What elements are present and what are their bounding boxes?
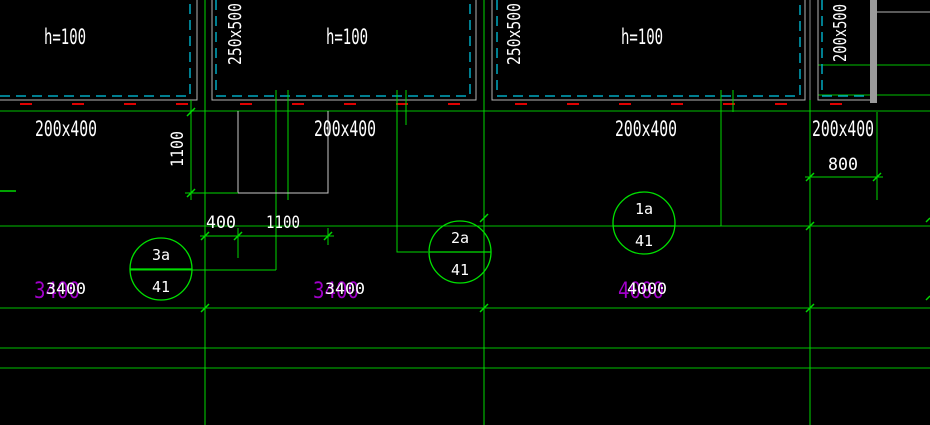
- callout-1a-top: 1a: [635, 200, 653, 218]
- column-label-1: 250x500: [225, 3, 246, 65]
- slab-labels: h=100 h=100 h=100: [44, 25, 663, 49]
- dimension-1100: 1100: [266, 213, 300, 233]
- grey-column-block: [870, 0, 877, 103]
- slab-label-1: h=100: [44, 25, 86, 49]
- span-magenta-2: 3400: [313, 279, 359, 304]
- column-label-2: 250x500: [504, 3, 525, 65]
- span-labels-magenta: 3400 3400 4000: [34, 279, 664, 304]
- callout-2a-top: 2a: [451, 229, 469, 247]
- span-magenta-1: 3400: [34, 279, 80, 304]
- callout-1a-bottom: 41: [635, 232, 653, 250]
- dimension-800: 800: [828, 155, 858, 175]
- slab-edges: [0, 0, 930, 103]
- column-labels: 250x500 250x500 200x500: [225, 3, 851, 65]
- callout-3a-top: 3a: [152, 246, 170, 264]
- beam-label-2: 200x400: [314, 117, 376, 141]
- span-white-3: 4000: [627, 279, 667, 298]
- horizontal-grid-lines: [0, 64, 930, 369]
- callout-circle-1a: [612, 191, 676, 255]
- slab-label-3: h=100: [621, 25, 663, 49]
- span-white-2: 3400: [325, 279, 365, 298]
- dimension-labels: 1100 400 1100 800: [168, 131, 858, 233]
- cyan-slab-outlines: [0, 0, 870, 97]
- dimension-ticks: [0, 107, 930, 313]
- dimension-400: 400: [206, 213, 236, 233]
- beam-labels: 200x400 200x400 200x400 200x400: [35, 117, 874, 141]
- column-label-3: 200x500: [830, 4, 851, 62]
- callout-2a-bottom: 41: [451, 261, 469, 279]
- span-labels-white: 3400 3400 4000: [46, 279, 667, 298]
- callout-labels: 3a 41 2a 41 1a 41: [152, 200, 653, 296]
- beam-label-1: 200x400: [35, 117, 97, 141]
- span-magenta-3: 4000: [618, 279, 664, 304]
- beam-label-4: 200x400: [812, 117, 874, 141]
- callout-circles: [129, 191, 676, 301]
- opening-outline: [237, 111, 329, 194]
- callout-3a-bottom: 41: [152, 278, 170, 296]
- span-white-1: 3400: [46, 279, 86, 298]
- dimension-vertical-1100: 1100: [168, 131, 188, 167]
- slab-label-2: h=100: [326, 25, 368, 49]
- beam-label-3: 200x400: [615, 117, 677, 141]
- dimension-lines: [185, 112, 883, 258]
